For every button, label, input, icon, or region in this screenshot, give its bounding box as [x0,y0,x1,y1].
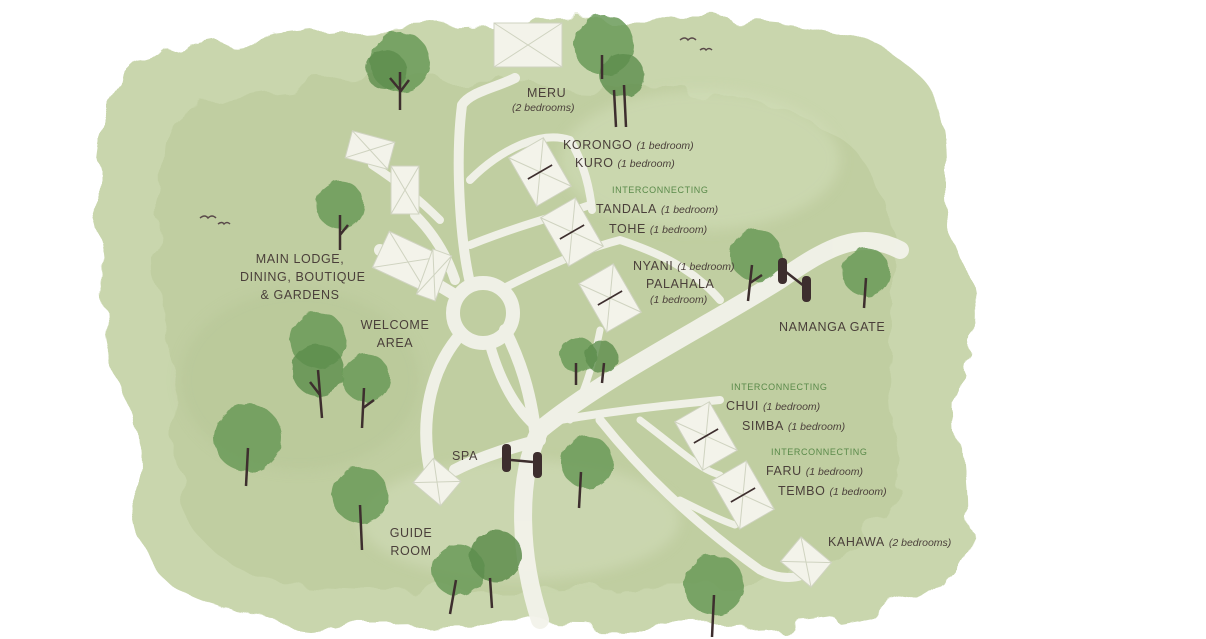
tree-icon [316,181,364,250]
label-name: NYANI [633,259,674,273]
label-tembo: TEMBO(1 bedroom) [778,482,887,501]
label-spa: SPA [452,447,478,465]
label-tohe: TOHE(1 bedroom) [609,220,707,239]
label-guide-room: GUIDE ROOM [380,524,442,560]
cottage-icon [390,165,420,215]
bird-icon [679,37,697,42]
label-detail: (1 bedroom) [617,158,675,170]
paths [368,73,909,629]
gates [502,258,811,478]
label-name: FARU [766,464,802,478]
cottage-icon [710,460,776,530]
label-name: TANDALA [596,202,657,216]
cottage-icon [539,197,605,267]
label-line: GUIDE [389,526,433,540]
label-detail: (1 bedroom) [677,261,735,273]
label-name: TOHE [609,222,646,236]
label-line: & GARDENS [260,288,340,302]
bird-icon [699,47,713,52]
cottage-icon [673,401,739,471]
label-welcome-area: WELCOME AREA [356,316,434,352]
label-detail: (1 bedroom) [660,204,719,216]
label-nyani: NYANI(1 bedroom) [633,257,734,276]
tree-icon [574,15,644,128]
cottage-icon [577,263,643,333]
label-name: SIMBA [742,419,784,433]
cottage-icon [779,536,833,588]
label-line: MAIN LODGE, [255,252,345,266]
label-kahawa: KAHAWA(2 bedrooms) [828,533,951,552]
label-detail: (1 bedroom) [805,466,863,478]
label-meru: MERU [527,84,566,102]
label-faru: FARU(1 bedroom) [766,462,863,481]
label-detail: (2 bedrooms) [888,537,952,549]
buildings [344,22,833,588]
tree-icon [290,312,346,419]
tree-icon [560,337,618,385]
tree-icon [366,32,430,110]
cottage-icon [412,457,462,507]
label-interconnecting: INTERCONNECTING [731,382,828,392]
label-kuro: KURO(1 bedroom) [575,154,675,173]
tree-icon [332,467,388,551]
gate-icon [502,444,542,478]
label-name: KURO [575,156,614,170]
label-name: KAHAWA [828,535,885,549]
label-namanga-gate: NAMANGA GATE [779,318,885,336]
label-detail: (1 bedroom) [829,486,887,498]
label-simba: SIMBA(1 bedroom) [742,417,845,436]
bird-icon [199,215,217,220]
tree-icon [730,229,782,302]
label-tandala: TANDALA(1 bedroom) [596,200,718,219]
cottage-icon [344,130,396,170]
label-name: MERU [527,86,567,100]
label-interconnecting: INTERCONNECTING [771,447,868,457]
label-korongo: KORONGO(1 bedroom) [563,136,694,155]
trees [214,15,890,638]
cottage-icon [507,137,573,207]
label-name: CHUI [726,399,759,413]
tree-icon [432,530,522,615]
label-detail: (1 bedroom) [649,224,708,236]
cottage-icon [415,248,453,302]
tree-icon [214,404,282,487]
label-detail: (1 bedroom) [787,421,846,433]
label-name: PALAHALA [646,277,715,291]
bird-icon [217,221,231,226]
label-name: KORONGO [563,138,633,152]
label-name: TEMBO [778,484,826,498]
label-line: AREA [376,336,414,350]
label-detail: (1 bedroom) [636,140,694,152]
label-line: DINING, BOUTIQUE [240,270,366,284]
tree-icon [842,248,890,309]
label-chui: CHUI(1 bedroom) [726,397,820,416]
label-meru-detail: (2 bedrooms) [512,102,575,114]
label-name: SPA [452,449,478,463]
birds [199,37,713,226]
label-line: ROOM [390,544,432,558]
tree-icon [684,555,744,638]
cottage-icon [493,22,563,68]
label-main-lodge: MAIN LODGE, DINING, BOUTIQUE & GARDENS [240,250,366,304]
label-name: NAMANGA GATE [779,320,886,334]
label-interconnecting: INTERCONNECTING [612,185,709,195]
tree-icon [561,436,613,509]
label-palahala: PALAHALA [646,275,715,293]
label-palahala-detail: (1 bedroom) [650,294,708,306]
gate-icon [778,258,811,302]
label-line: WELCOME [360,318,430,332]
label-detail: (1 bedroom) [762,401,821,413]
tree-icon [342,354,390,429]
